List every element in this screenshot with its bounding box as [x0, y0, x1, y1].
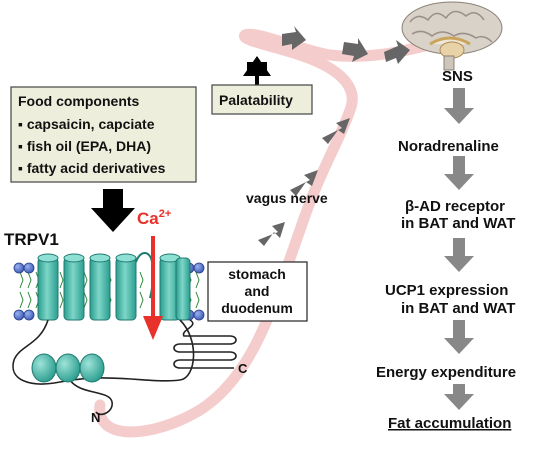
- noradrenaline-label: Noradrenaline: [398, 138, 499, 155]
- palatability-box: [211, 84, 313, 115]
- nerve-arrows: [258, 26, 410, 246]
- food-item-2: ▪ fish oil (EPA, DHA): [18, 138, 151, 154]
- intracellular-loops: [12, 319, 195, 385]
- nerve-arrow-1: [258, 222, 285, 246]
- pathway-arrow-5: [444, 384, 474, 410]
- food-components-box: [10, 86, 197, 183]
- nerve-arrow-4: [282, 26, 306, 50]
- pathway-arrow-2: [444, 156, 474, 190]
- pathway-arrow-1: [444, 88, 474, 124]
- palatability-label: Palatability: [219, 92, 293, 108]
- ucp1-expression-label: UCP1 expression: [385, 282, 508, 299]
- nerve-arrow-6: [384, 40, 410, 64]
- pathway-arrow-4: [444, 320, 474, 354]
- food-down-arrow: [91, 189, 135, 232]
- pore-loop: [135, 252, 154, 299]
- food-components-text: Food components ▪ capsaicin, capciate ▪ …: [18, 93, 166, 176]
- n-terminus-label: N: [91, 410, 100, 425]
- sns-label: SNS: [442, 68, 473, 85]
- calcium-charge: 2+: [159, 208, 172, 220]
- food-item-3: ▪ fatty acid derivatives: [18, 160, 166, 176]
- pathway-labels: Noradrenaline β-AD receptor in BAT and W…: [376, 138, 516, 432]
- food-item-1: ▪ capsaicin, capciate: [18, 116, 155, 132]
- trpv1-label: TRPV1: [4, 230, 59, 249]
- stomach-duodenum-box: [207, 261, 308, 322]
- food-components-title: Food components: [18, 93, 140, 109]
- calcium-symbol: Ca: [137, 209, 159, 228]
- stomach-duodenum-text: stomach and duodenum: [221, 266, 293, 316]
- nerve-arrow-5: [342, 38, 368, 62]
- n-terminus-loop: [69, 379, 113, 416]
- energy-expenditure-label: Energy expenditure: [376, 364, 516, 381]
- transmembrane-helices: [37, 253, 191, 321]
- ucp1-tissue-label: in BAT and WAT: [401, 300, 515, 317]
- brain-icon: [401, 1, 503, 71]
- vagus-nerve-label: vagus nerve: [246, 190, 328, 206]
- fat-accumulation-label: Fat accumulation: [388, 415, 511, 432]
- nerve-arrow-2: [290, 170, 318, 196]
- pathway-arrow-3: [444, 238, 474, 272]
- trpv1-channel-icon: [12, 252, 237, 416]
- stomach-label: stomach: [228, 266, 286, 282]
- vagus-nerve-band: [94, 28, 446, 438]
- pathway-arrows: [444, 88, 474, 410]
- and-label: and: [245, 283, 270, 299]
- beta-ad-receptor-label: β-AD receptor: [405, 198, 505, 215]
- calcium-label: Ca2+: [137, 208, 171, 228]
- calcium-influx-arrowhead: [143, 316, 163, 340]
- nerve-arrow-3: [322, 118, 350, 144]
- beta-ad-receptor-tissue-label: in BAT and WAT: [401, 215, 515, 232]
- palatability-arrow-head: [243, 56, 271, 76]
- ankyrin-repeats: [31, 353, 105, 383]
- c-terminus-tail: [173, 319, 237, 369]
- c-terminus-label: C: [238, 361, 248, 376]
- duodenum-label: duodenum: [221, 300, 293, 316]
